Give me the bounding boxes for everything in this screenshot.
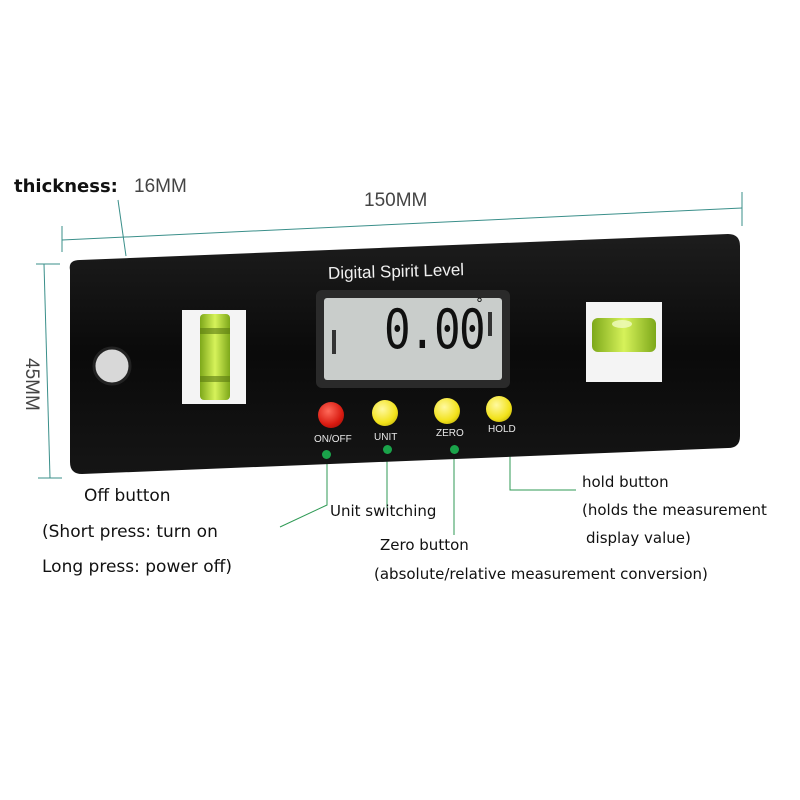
unit-button[interactable] <box>372 400 398 426</box>
length-dimension: 150MM <box>364 190 428 211</box>
device-body <box>69 234 740 474</box>
off-button-short-press: (Short press: turn on <box>42 522 218 542</box>
unit-pointer-dot <box>383 445 392 454</box>
zero-button[interactable] <box>434 398 460 424</box>
zero-label: ZERO <box>436 428 464 439</box>
on-off-label: ON/OFF <box>314 434 352 445</box>
spirit-level-device: Digital Spirit Level 0.00 ° ON/OFF UNIT … <box>66 230 742 478</box>
hold-button-description-1: (holds the measurement <box>582 501 767 519</box>
zero-button-title: Zero button <box>380 536 469 554</box>
degree-symbol: ° <box>476 296 483 312</box>
off-button-long-press: Long press: power off) <box>42 557 232 577</box>
zero-button-description: (absolute/relative measurement conversio… <box>374 565 708 583</box>
thickness-label: thickness: <box>14 176 118 197</box>
thickness-value: 16MM <box>134 176 187 197</box>
device-title: Digital Spirit Level <box>327 260 465 283</box>
hold-label: HOLD <box>488 424 516 435</box>
hold-button-description-2: display value) <box>586 529 691 547</box>
height-dimension: 45MM <box>21 358 42 411</box>
hold-button-title: hold button <box>582 473 669 491</box>
hanging-hole <box>92 346 132 386</box>
on-off-pointer-dot <box>322 450 331 459</box>
lcd-reading: 0.00 <box>384 298 486 361</box>
unit-label: UNIT <box>374 432 398 443</box>
unit-switching-label: Unit switching <box>330 502 437 520</box>
on-off-button[interactable] <box>318 402 344 428</box>
zero-pointer-dot <box>450 445 459 454</box>
hold-button[interactable] <box>486 396 512 422</box>
off-button-title: Off button <box>84 486 171 506</box>
